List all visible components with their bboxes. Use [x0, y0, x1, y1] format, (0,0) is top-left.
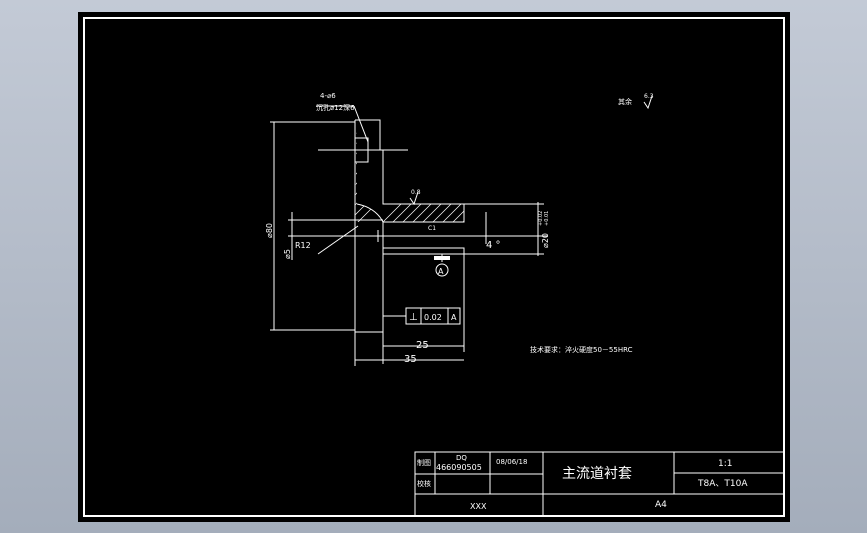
chamfer: C1 [428, 225, 436, 232]
diameter-20: ⌀20 [541, 233, 550, 248]
tolerance-upper: +0.02 [538, 211, 544, 226]
hole-spec-line1: 4-⌀6 [320, 92, 336, 100]
dim-35: 35 [404, 354, 417, 365]
company: XXX [470, 502, 487, 511]
hole-spec-line2: 沉孔⌀12深6 [316, 103, 355, 112]
surface-finish-other-value: 6.3 [644, 93, 654, 100]
annotations: 4-⌀6 沉孔⌀12深6 其余 6.3 0.8 ⌀80 ⌀5 R12 ⌀20 +… [265, 92, 654, 365]
dimension-lines [270, 95, 653, 366]
taper-angle: 4 ° [486, 240, 501, 251]
drawing-sheet: 4-⌀6 沉孔⌀12深6 其余 6.3 0.8 ⌀80 ⌀5 R12 ⌀20 +… [78, 12, 790, 522]
tolerance-lower: +0.01 [544, 211, 550, 226]
datum-label: A [438, 267, 444, 276]
diameter-80: ⌀80 [265, 223, 274, 238]
gdt-value: 0.02 [424, 313, 442, 322]
paper-size: A4 [655, 500, 667, 510]
drawn-label: 制图 [417, 458, 431, 467]
checked-label: 校核 [417, 479, 431, 488]
technical-drawing: 4-⌀6 沉孔⌀12深6 其余 6.3 0.8 ⌀80 ⌀5 R12 ⌀20 +… [83, 17, 785, 517]
technical-requirement: 技术要求：淬火硬度50－55HRC [530, 345, 633, 354]
gdt-datum: A [451, 313, 457, 322]
gdt-frame: ⊥ 0.02 A [405, 307, 461, 325]
drawing-number: 466090505 [436, 463, 482, 472]
date: 08/06/18 [496, 458, 527, 466]
drawing-border [83, 17, 785, 517]
dim-25: 25 [416, 340, 429, 351]
part-name: 主流道衬套 [562, 466, 632, 482]
title-block: 制图 校核 DQ 466090505 08/06/18 主流道衬套 1:1 T8… [414, 451, 785, 517]
drawer-name: DQ [456, 454, 467, 462]
surface-finish-other: 其余 [618, 97, 632, 106]
surface-finish-bore: 0.8 [411, 189, 421, 196]
material: T8A、T10A [697, 479, 748, 489]
scale: 1:1 [718, 459, 732, 469]
gdt-symbol: ⊥ [409, 312, 418, 323]
diameter-5: ⌀5 [283, 249, 292, 259]
part-section [288, 119, 548, 333]
radius-r12: R12 [295, 241, 311, 250]
